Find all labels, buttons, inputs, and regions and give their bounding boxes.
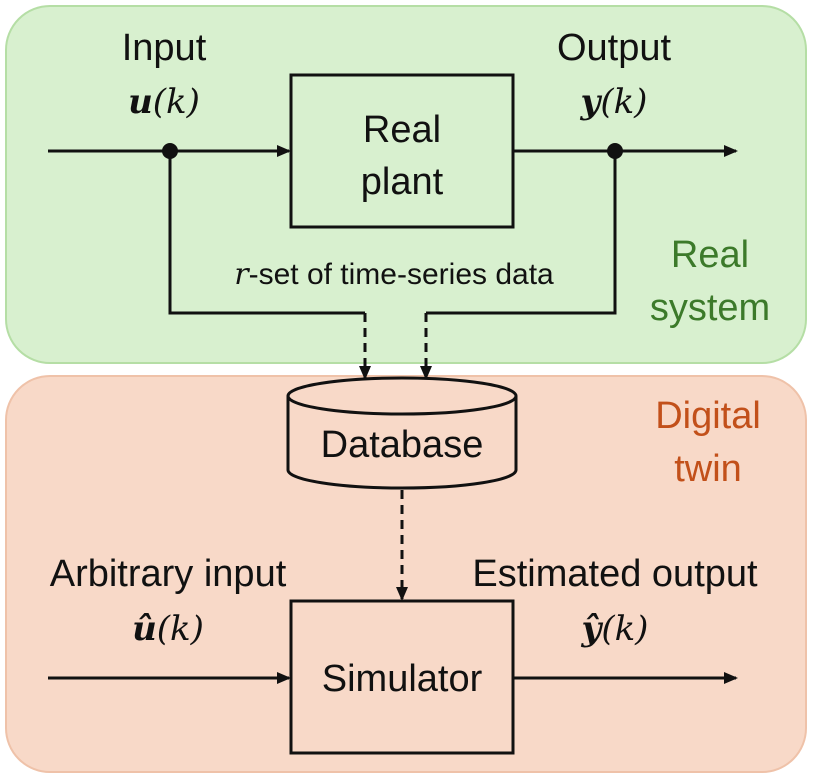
real-plant-block — [289, 73, 515, 229]
digital-twin-label-line2: twin — [674, 448, 742, 490]
output-label: Output — [557, 27, 672, 69]
input-data-path — [168, 151, 365, 315]
estimated-output-variable: ŷ(k) — [581, 609, 649, 649]
output-data-path — [426, 151, 617, 315]
real-system-label-line2: system — [650, 287, 770, 329]
database-label: Database — [321, 424, 484, 466]
arbitrary-input-variable: û(k) — [132, 609, 204, 649]
database-cylinder — [286, 376, 518, 490]
real-system-label-line1: Real — [671, 234, 749, 276]
arbitrary-input-label: Arbitrary input — [50, 553, 287, 595]
real-plant-label-line1: Real — [363, 109, 441, 151]
simulator-label: Simulator — [322, 658, 483, 700]
estimated-output-label: Estimated output — [472, 553, 758, 595]
output-variable: y(k) — [580, 82, 648, 122]
input-variable: u(k) — [128, 82, 200, 122]
time-series-data-label: r-set of time-series data — [234, 257, 554, 292]
simulator-block — [289, 599, 515, 755]
input-label: Input — [122, 27, 207, 69]
digital-twin-label-line1: Digital — [655, 395, 761, 437]
digital-twin-region — [5, 375, 807, 773]
real-plant-label-line2: plant — [361, 161, 444, 203]
